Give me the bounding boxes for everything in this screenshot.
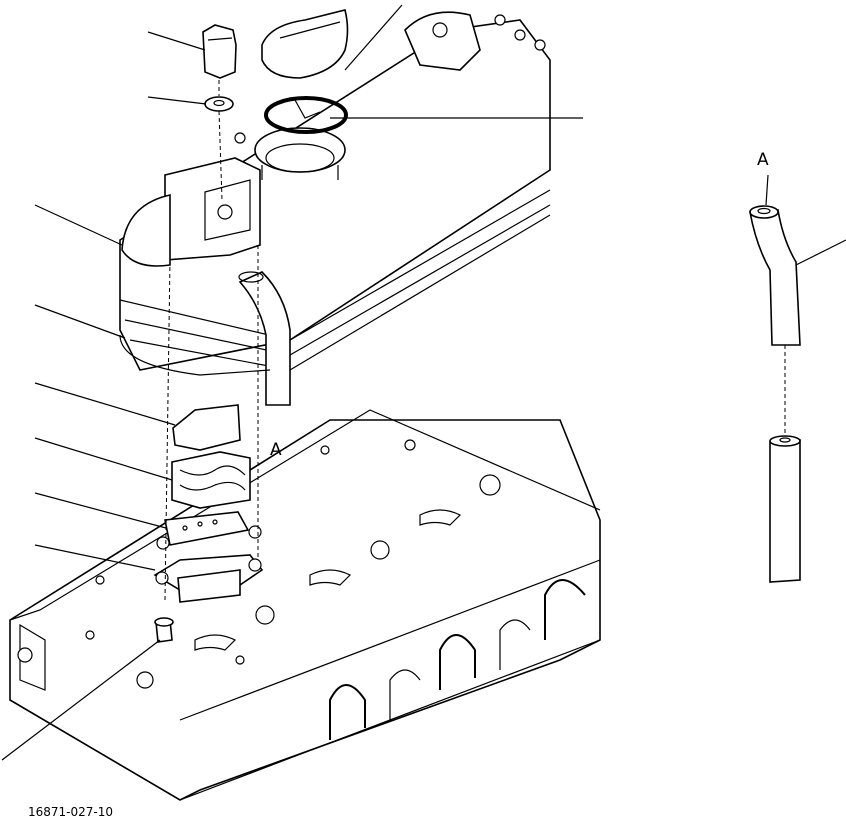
- oil-filler-cap: [261, 9, 349, 79]
- connection-label-hose: A: [757, 150, 769, 170]
- leader-lines: [1, 4, 583, 761]
- breather-plate: [164, 511, 250, 546]
- breather-tube: [238, 271, 291, 406]
- baffle-cover: [172, 404, 241, 451]
- cylinder-head: [9, 409, 601, 801]
- breather-housing: [121, 157, 261, 267]
- cover-gasket: [119, 334, 271, 376]
- assembly-lines: [164, 80, 259, 601]
- hose-detail: [749, 174, 846, 583]
- sealing-washer: [204, 96, 234, 112]
- figure-code: 16871-027-10: [28, 805, 113, 819]
- cap-nut: [202, 24, 237, 79]
- o-ring: [264, 96, 348, 134]
- filter-element: [171, 451, 251, 509]
- connection-label-main: A: [270, 440, 282, 460]
- mounting-bolt: [154, 617, 174, 643]
- valve-cover: [119, 11, 551, 371]
